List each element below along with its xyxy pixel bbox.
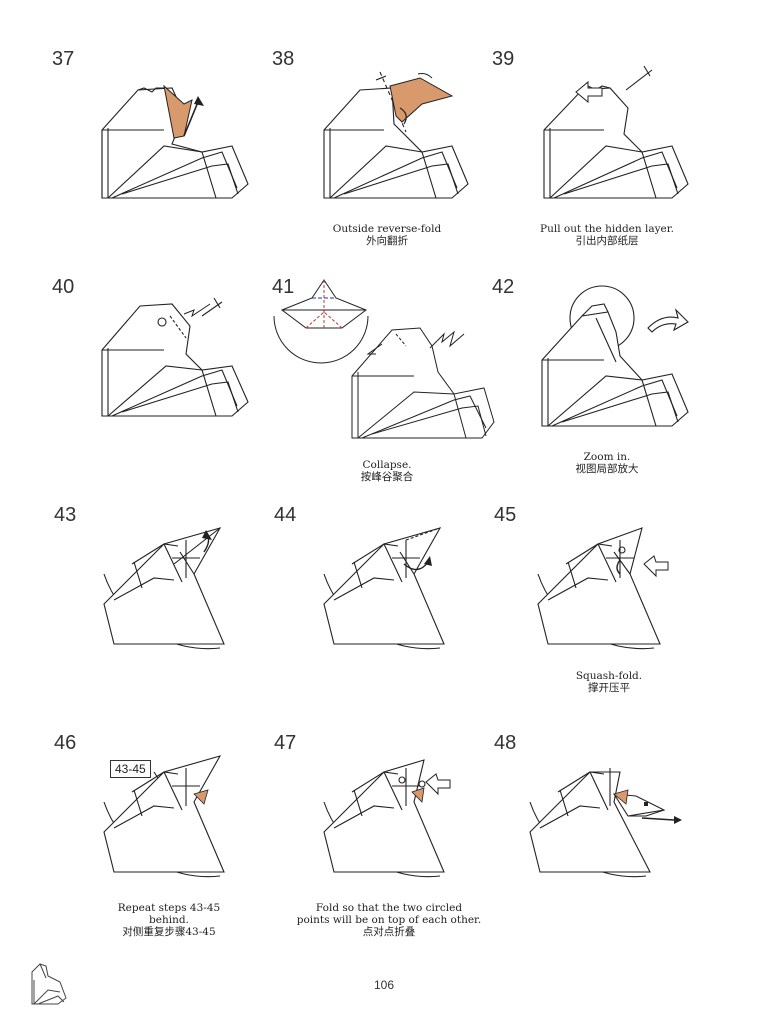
step-47: 47 Fold so that the two circled points w… (274, 732, 504, 960)
step-45: 45 Squash-fold. 撑开压平 (494, 504, 724, 732)
caption-zh: 撑开压平 (588, 682, 630, 694)
caption-zh: 对侧重复步骤43-45 (122, 926, 216, 938)
step-39: 39 Pull out the hidden layer. 引出内部纸层 (492, 48, 722, 276)
step-47-caption: Fold so that the two circled points will… (274, 902, 504, 938)
step-44: 44 (274, 504, 504, 732)
step-37-diagram (101, 84, 249, 199)
step-40-diagram (101, 297, 249, 417)
step-number: 42 (492, 276, 515, 298)
repeat-reference-box: 43-45 (110, 760, 151, 778)
caption-en: Repeat steps 43-45 (117, 902, 221, 914)
step-48-diagram (529, 768, 682, 878)
caption-zh: 引出内部纸层 (575, 235, 639, 247)
step-number: 41 (272, 276, 295, 298)
step-number: 47 (274, 732, 297, 754)
step-40: 40 (52, 276, 282, 504)
step-39-caption: Pull out the hidden layer. 引出内部纸层 (492, 223, 722, 247)
step-42: 42 Zoom in. 视图局部放大 (492, 276, 722, 504)
step-38-caption: Outside reverse-fold 外向翻折 (272, 223, 502, 247)
caption-en-2: points will be on top of each other. (296, 914, 482, 926)
step-43: 43 (54, 504, 284, 732)
caption-en: Squash-fold. (575, 670, 643, 682)
animal-logo-icon (31, 963, 67, 1005)
step-number: 48 (494, 732, 517, 754)
step-47-diagram (323, 759, 451, 878)
step-46: 46 43-45 Repeat steps 43-45 behind. 对侧重复… (54, 732, 284, 960)
caption-en: Pull out the hidden layer. (540, 223, 674, 235)
step-41-caption: Collapse. 按峰谷聚合 (272, 459, 502, 483)
step-number: 40 (52, 276, 75, 298)
step-42-caption: Zoom in. 视图局部放大 (492, 451, 722, 475)
step-number: 39 (492, 48, 515, 70)
caption-en: Outside reverse-fold (332, 223, 442, 235)
step-number: 37 (52, 48, 75, 70)
step-41-diagram (273, 279, 495, 439)
step-number: 46 (54, 732, 77, 754)
caption-en: Collapse. (362, 459, 412, 471)
caption-zh: 外向翻折 (366, 235, 408, 247)
step-45-diagram (537, 527, 669, 650)
step-42-diagram (541, 285, 689, 427)
step-48: 48 (494, 732, 724, 960)
step-38: 38 Outside reverse-fold 外向翻折 (272, 48, 502, 276)
caption-zh: 视图局部放大 (575, 463, 639, 475)
step-41: 41 Collapse. 按峰谷聚合 (272, 276, 502, 504)
step-37: 37 (52, 48, 282, 276)
step-number: 43 (54, 504, 77, 526)
step-44-diagram (323, 527, 445, 650)
step-46-caption: Repeat steps 43-45 behind. 对侧重复步骤43-45 (54, 902, 284, 938)
caption-en-2: behind. (149, 914, 189, 926)
caption-zh: 按峰谷聚合 (360, 471, 414, 483)
step-number: 38 (272, 48, 295, 70)
caption-zh: 点对点折叠 (362, 926, 416, 938)
step-38-diagram (323, 71, 469, 199)
caption-en: Fold so that the two circled (315, 902, 463, 914)
page-number: 106 (373, 978, 395, 992)
step-45-caption: Squash-fold. 撑开压平 (494, 670, 724, 694)
step-46-diagram (103, 755, 225, 878)
step-43-diagram (103, 527, 225, 650)
step-number: 45 (494, 504, 517, 526)
caption-en: Zoom in. (583, 451, 631, 463)
step-number: 44 (274, 504, 297, 526)
step-39-diagram (543, 65, 689, 199)
